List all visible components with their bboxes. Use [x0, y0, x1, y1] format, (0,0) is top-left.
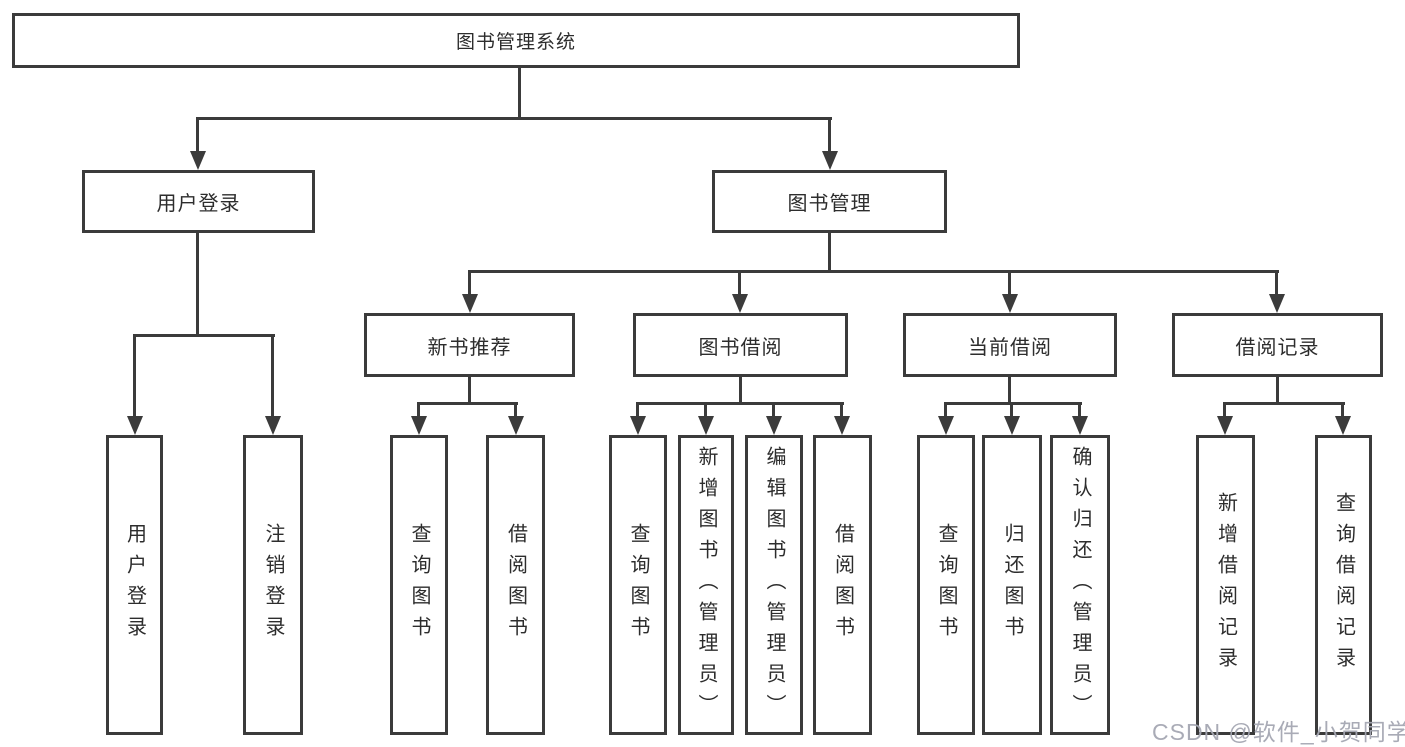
- watermark-text: CSDN @软件_小贺同学: [1152, 719, 1405, 745]
- connector-line: [636, 402, 639, 418]
- node-new-book-recommendation: 新书推荐: [364, 313, 575, 377]
- arrow-down-icon: [1269, 294, 1285, 313]
- arrow-down-icon: [190, 151, 206, 170]
- connector-line: [1010, 402, 1013, 418]
- node-borrowing-records: 借阅记录: [1172, 313, 1383, 377]
- connector-line: [518, 68, 521, 120]
- arrow-down-icon: [265, 416, 281, 435]
- node-label: 查询图书: [935, 523, 957, 647]
- node-label: 查询图书: [408, 523, 430, 647]
- node-label: 新增图书（管理员）: [695, 445, 717, 725]
- node-label: 当前借阅: [968, 336, 1052, 359]
- node-label: 借阅记录: [1235, 336, 1320, 359]
- connector-line: [196, 117, 832, 120]
- connector-line: [738, 270, 741, 297]
- arrow-down-icon: [1004, 416, 1020, 435]
- arrow-down-icon: [1217, 416, 1233, 435]
- node-cb-confirm-return-admin: 确认归还（管理员）: [1050, 435, 1110, 735]
- node-label: 查询图书: [627, 523, 649, 647]
- connector-line: [417, 402, 518, 405]
- connector-line: [133, 334, 275, 337]
- connector-line: [514, 402, 517, 418]
- node-book-borrowing: 图书借阅: [633, 313, 848, 377]
- connector-line: [417, 402, 420, 418]
- node-bb-query-books: 查询图书: [609, 435, 667, 735]
- connector-line: [468, 377, 471, 405]
- node-cb-return-books: 归还图书: [982, 435, 1042, 735]
- arrow-down-icon: [822, 151, 838, 170]
- connector-line: [944, 402, 947, 418]
- connector-line: [704, 402, 707, 418]
- node-label: 借阅图书: [831, 523, 854, 647]
- node-book-management: 图书管理: [712, 170, 947, 233]
- connector-line: [133, 334, 136, 418]
- node-nb-borrow-books: 借阅图书: [486, 435, 545, 735]
- arrow-down-icon: [766, 416, 782, 435]
- node-nb-query-books: 查询图书: [390, 435, 448, 735]
- connector-line: [1276, 377, 1279, 405]
- arrow-down-icon: [1335, 416, 1351, 435]
- connector-line: [196, 233, 199, 337]
- node-cb-query-books: 查询图书: [917, 435, 975, 735]
- connector-line: [944, 402, 1082, 405]
- node-br-query-record: 查询借阅记录: [1315, 435, 1372, 735]
- node-user-login: 用户登录: [82, 170, 315, 233]
- node-label: 新增借阅记录: [1214, 492, 1237, 678]
- node-user-login-leaf: 用户登录: [106, 435, 163, 735]
- node-bb-borrow-books: 借阅图书: [813, 435, 872, 735]
- arrow-down-icon: [938, 416, 954, 435]
- connector-line: [1275, 270, 1278, 297]
- node-label: 图书借阅: [698, 336, 783, 359]
- arrow-down-icon: [732, 294, 748, 313]
- arrow-down-icon: [508, 416, 524, 435]
- connector-line: [1008, 377, 1011, 405]
- connector-line: [196, 117, 199, 153]
- node-logout: 注销登录: [243, 435, 303, 735]
- node-bb-edit-books-admin: 编辑图书（管理员）: [745, 435, 803, 735]
- connector-line: [468, 270, 1279, 273]
- node-label: 用户登录: [123, 523, 146, 647]
- node-label: 查询借阅记录: [1332, 492, 1355, 678]
- connector-line: [468, 270, 471, 297]
- node-label: 确认归还（管理员）: [1069, 445, 1091, 725]
- node-label: 图书管理: [787, 193, 872, 215]
- connector-line: [636, 402, 844, 405]
- node-br-add-record: 新增借阅记录: [1196, 435, 1255, 735]
- connector-line: [1008, 270, 1011, 297]
- node-label: 用户登录: [156, 193, 241, 215]
- node-library-management-system: 图书管理系统: [12, 13, 1020, 68]
- node-label: 归还图书: [1001, 523, 1023, 647]
- arrow-down-icon: [630, 416, 646, 435]
- arrow-down-icon: [834, 416, 850, 435]
- node-label: 编辑图书（管理员）: [763, 445, 785, 725]
- connector-line: [271, 334, 274, 418]
- node-label: 新书推荐: [427, 336, 512, 359]
- connector-line: [828, 117, 831, 153]
- node-current-borrowing: 当前借阅: [903, 313, 1117, 377]
- arrow-down-icon: [698, 416, 714, 435]
- arrow-down-icon: [1072, 416, 1088, 435]
- connector-line: [1341, 402, 1344, 418]
- connector-line: [840, 402, 843, 418]
- connector-line: [772, 402, 775, 418]
- arrow-down-icon: [1002, 294, 1018, 313]
- node-label: 图书管理系统: [455, 32, 576, 53]
- connector-line: [1223, 402, 1226, 418]
- connector-line: [1078, 402, 1081, 418]
- connector-line: [828, 232, 831, 273]
- arrow-down-icon: [411, 416, 427, 435]
- connector-line: [739, 377, 742, 405]
- connector-line: [1223, 402, 1345, 405]
- arrow-down-icon: [127, 416, 143, 435]
- node-label: 借阅图书: [504, 523, 527, 647]
- node-label: 注销登录: [262, 523, 284, 647]
- arrow-down-icon: [462, 294, 478, 313]
- node-bb-add-books-admin: 新增图书（管理员）: [678, 435, 734, 735]
